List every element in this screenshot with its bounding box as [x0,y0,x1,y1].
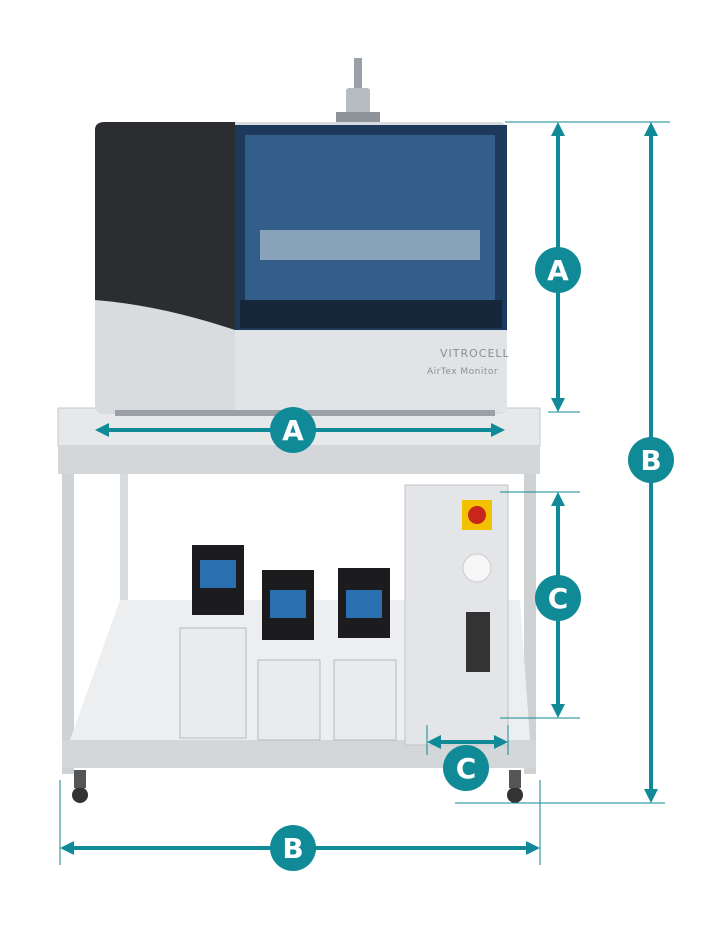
gas-inlet-connector [336,58,380,122]
badge-label: C [548,582,569,615]
chillers [179,545,397,741]
badge-A-horizontal: A [270,407,316,453]
badge-label: B [282,832,303,865]
airtex-monitor-instrument [95,122,507,416]
badge-label: B [640,444,661,477]
badge-C-vertical: C [535,575,581,621]
brand-logo: VITROCELL [440,347,510,360]
badge-A-vertical: A [535,247,581,293]
badge-C-horizontal: C [443,745,489,791]
badge-label: C [456,752,477,785]
model-label: AirTex Monitor [427,367,499,377]
control-cabinet [404,484,509,746]
badge-B-horizontal: B [270,825,316,871]
dimension-C-horizontal-arrow [427,735,508,749]
badge-label: A [282,414,304,447]
badge-label: A [547,254,569,287]
badge-B-vertical: B [628,437,674,483]
